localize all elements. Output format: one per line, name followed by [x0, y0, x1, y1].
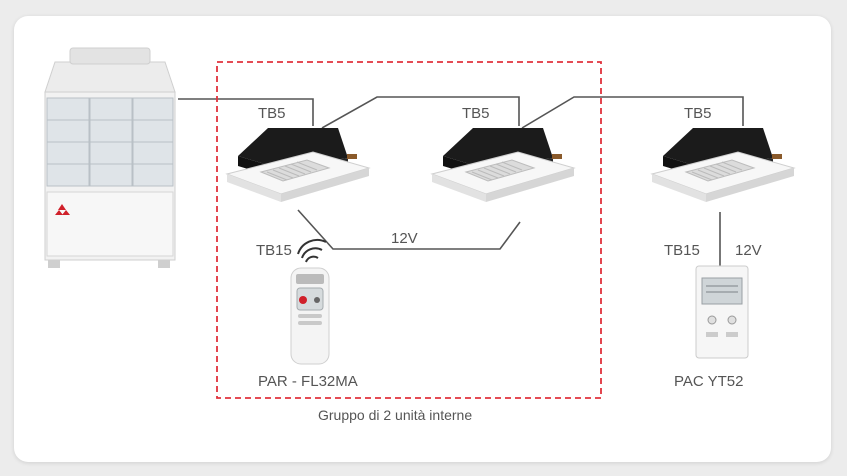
wiring-lines — [178, 96, 744, 266]
tb15-label-2: TB15 — [664, 242, 700, 259]
cassette-indoor-unit-icon — [651, 127, 795, 203]
12v-label-2: 12V — [735, 242, 762, 259]
remote-label-pac-yt52: PAC YT52 — [674, 373, 743, 390]
wireless-remote-icon — [290, 267, 330, 365]
remote-label-par-fl32ma: PAR - FL32MA — [258, 373, 358, 390]
tb5-label-2: TB5 — [462, 105, 490, 122]
tb5-label-3: TB5 — [684, 105, 712, 122]
wall-controller-icon — [695, 265, 749, 359]
wifi-signal-icon — [297, 238, 327, 263]
outdoor-unit-icon — [44, 47, 176, 268]
tb15-label-1: TB15 — [256, 242, 292, 259]
group-caption: Gruppo di 2 unità interne — [318, 407, 472, 423]
cassette-indoor-unit-icon — [431, 127, 575, 203]
group-border — [216, 61, 602, 399]
tb5-label-1: TB5 — [258, 105, 286, 122]
cassette-indoor-unit-icon — [226, 127, 370, 203]
12v-label-1: 12V — [391, 230, 418, 247]
